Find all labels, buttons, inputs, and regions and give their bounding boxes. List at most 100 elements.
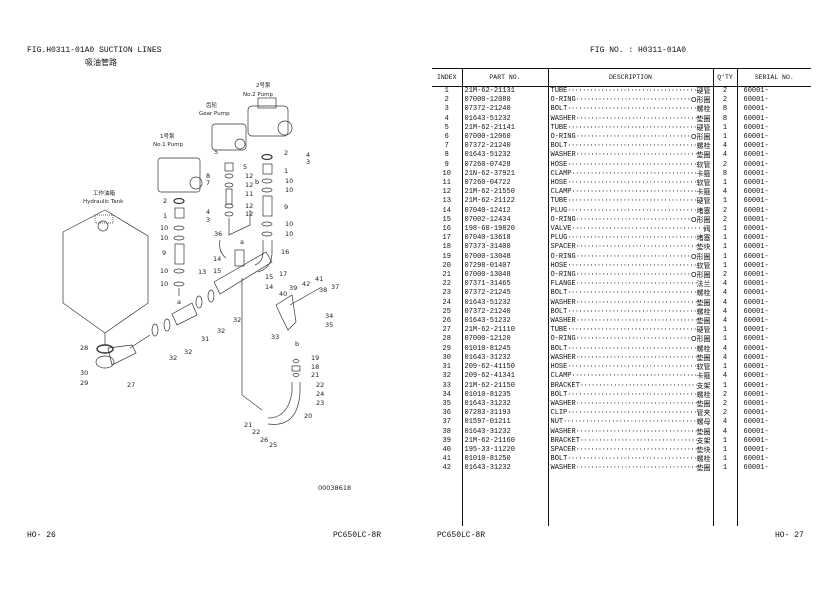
row-qty: 4 — [712, 344, 737, 354]
callout-10: 10 — [285, 230, 293, 238]
row-description: SPACER··································… — [547, 445, 713, 456]
row-part-no: 07298-01407 — [461, 261, 548, 272]
description-en: CLAMP — [550, 169, 572, 178]
description-cn: 螺栓 — [696, 307, 711, 316]
row-index: 33 — [442, 381, 451, 390]
row-description: CLAMP···································… — [547, 372, 713, 382]
row-index: 13 — [442, 197, 451, 206]
row-qty: 1 — [712, 445, 737, 456]
row-part-no: 209-62-41341 — [461, 372, 548, 382]
description-cn: 垫圈 — [696, 298, 711, 307]
callout-10: 10 — [160, 224, 168, 232]
description-en: WASHER — [550, 399, 576, 408]
row-serial-no: 60001- — [736, 372, 811, 382]
description-cn: 垫圈 — [696, 114, 711, 123]
row-serial-no: 60001- — [736, 307, 811, 318]
callout-29: 29 — [80, 379, 88, 387]
callout-14: 14 — [213, 255, 221, 263]
row-index: 32 — [442, 372, 451, 381]
callout-30: 30 — [80, 369, 88, 377]
row-serial-no: 60001- — [736, 390, 811, 400]
row-qty: 1 — [712, 363, 737, 373]
description-en: O-RING — [550, 271, 576, 280]
description-cn: 堵塞 — [696, 206, 711, 215]
description-cn: 软管 — [696, 363, 711, 372]
row-description: O-RING··································… — [547, 96, 713, 106]
row-serial-no: 60001- — [736, 418, 811, 428]
callout-15: 15 — [213, 267, 221, 275]
description-cn: 螺栓 — [696, 289, 711, 298]
row-serial-no: 60001- — [736, 436, 811, 446]
row-description: WASHER··································… — [547, 114, 713, 124]
description-en: PLUG — [550, 234, 568, 243]
row-part-no: 01643-51232 — [461, 114, 548, 124]
description-en: BOLT — [550, 344, 568, 353]
description-cn: 支架 — [696, 381, 711, 390]
callout-10: 10 — [160, 234, 168, 242]
callout-41: 41 — [315, 275, 323, 283]
callout-21: 21 — [244, 421, 252, 429]
callout-2: 2 — [284, 149, 288, 157]
row-qty: 1 — [712, 261, 737, 272]
row-qty: 4 — [712, 307, 737, 318]
row-description: CLAMP···································… — [547, 169, 713, 180]
callout-14: 14 — [265, 283, 273, 291]
description-cn: 堵塞 — [696, 234, 711, 243]
row-serial-no: 60001- — [736, 455, 811, 465]
row-qty: 2 — [712, 409, 737, 419]
description-cn: 阀 — [703, 225, 711, 234]
callout-9: 9 — [284, 203, 288, 211]
callout-34: 34 — [325, 312, 333, 320]
callout-a: a — [177, 298, 181, 306]
row-part-no: 21M-62-21141 — [461, 123, 548, 134]
row-qty: 1 — [712, 225, 737, 235]
description-cn: 软管 — [696, 261, 711, 270]
row-description: TUBE····································… — [547, 86, 713, 97]
row-serial-no: 60001- — [736, 225, 811, 235]
no2-pump-shape — [247, 97, 293, 137]
row-serial-no: 60001- — [736, 261, 811, 272]
row-serial-no: 60001- — [736, 123, 811, 134]
description-cn: 软管 — [696, 179, 711, 188]
row-description: HOSE····································… — [547, 160, 713, 170]
description-en: CLAMP — [550, 372, 572, 381]
row-qty: 1 — [712, 252, 737, 262]
description-cn: 卡箍 — [696, 372, 711, 381]
row-qty: 2 — [712, 271, 737, 281]
row-part-no: 07372-21240 — [461, 105, 548, 115]
description-cn: O形圈 — [690, 335, 711, 344]
callout-16: 16 — [281, 248, 289, 256]
callout-5: 5 — [243, 163, 247, 171]
callout-4: 4 — [206, 208, 210, 216]
row-part-no: 07373-31400 — [461, 243, 548, 253]
callout-31: 31 — [201, 335, 209, 343]
right-page-number: HO- 27 — [775, 531, 804, 540]
no1-pump-label-cn: 1号泵 — [160, 133, 175, 140]
description-cn: O形圈 — [690, 252, 711, 261]
row-description: SPACER··································… — [547, 243, 713, 253]
description-en: BOLT — [550, 455, 568, 464]
row-part-no: 21M-62-21131 — [461, 86, 548, 97]
callout-11: 11 — [245, 190, 253, 198]
description-cn: 卡箍 — [696, 169, 711, 178]
row-serial-no: 60001- — [736, 317, 811, 327]
row-index: 20 — [442, 261, 451, 270]
row-part-no: 07002-12434 — [461, 215, 548, 226]
callout-a: a — [240, 238, 244, 246]
row-index: 26 — [442, 317, 451, 326]
row-part-no: 01597-01211 — [461, 418, 548, 428]
right-model-name: PC650LC-8R — [437, 531, 486, 540]
description-en: BOLT — [550, 390, 568, 399]
row-part-no: 01643-51232 — [461, 317, 548, 327]
row-part-no: 21M-62-21550 — [461, 188, 548, 198]
row-part-no: 07000-12120 — [461, 335, 548, 345]
row-serial-no: 60001- — [736, 197, 811, 207]
description-cn: 垫块 — [696, 243, 711, 252]
row-description: BOLT····································… — [547, 289, 713, 299]
row-serial-no: 60001- — [736, 353, 811, 364]
